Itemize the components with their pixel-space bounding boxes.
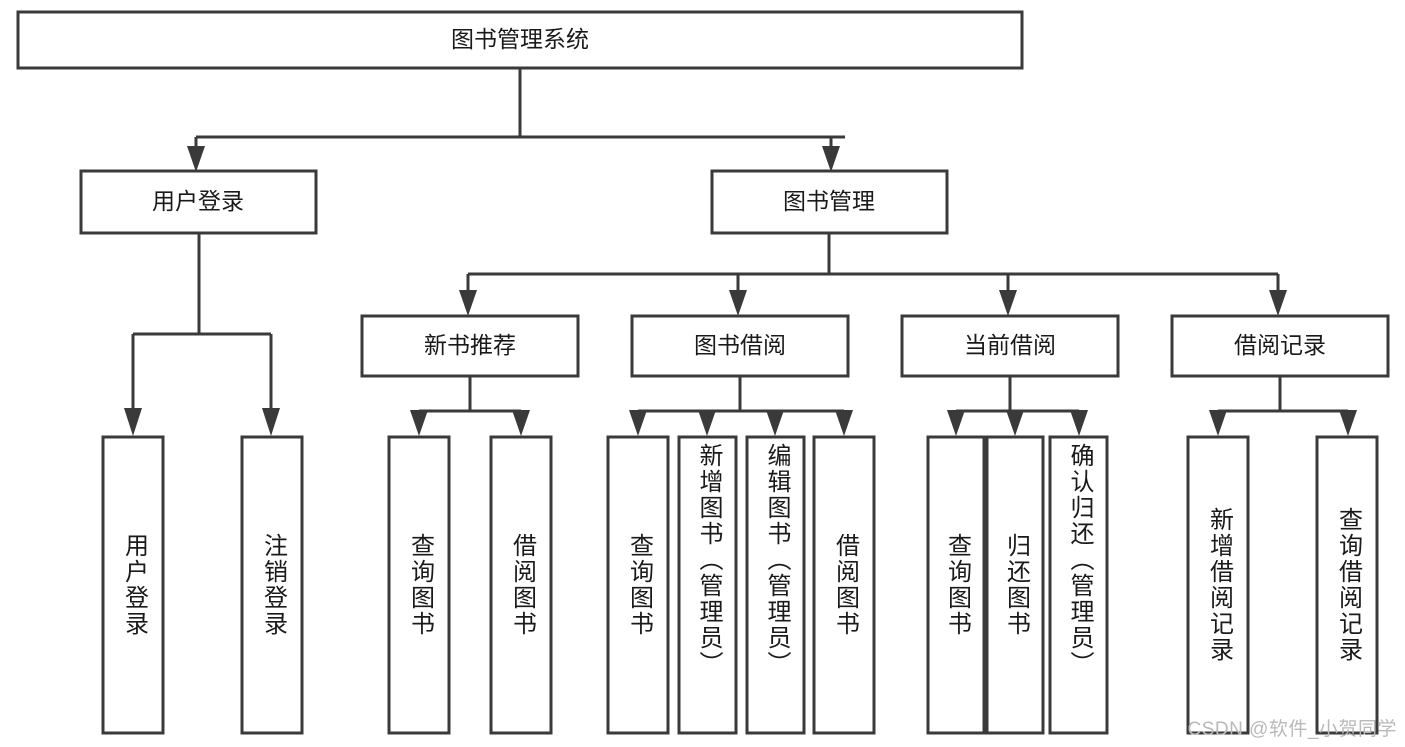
node-user-login[interactable]: 用户登录 xyxy=(79,169,318,235)
connector-root-trunk xyxy=(187,68,845,172)
leaf-box-borrow-book-2 xyxy=(812,435,876,735)
leaf-box-user-login xyxy=(101,435,165,735)
node-current-borrow-label: 当前借阅 xyxy=(964,332,1056,358)
leaf-box-query-book-2 xyxy=(606,435,670,735)
node-borrow-record-label: 借阅记录 xyxy=(1234,332,1326,358)
connector-book-manage-children xyxy=(459,233,1287,316)
node-root[interactable]: 图书管理系统 xyxy=(16,10,1024,70)
leaf-box-edit-book xyxy=(745,435,806,735)
node-root-label: 图书管理系统 xyxy=(451,26,589,52)
leaf-box-borrow-book-1 xyxy=(489,435,553,735)
node-user-login-label: 用户登录 xyxy=(152,188,244,214)
connector-current-borrow-children xyxy=(947,376,1088,436)
leaf-box-query-record xyxy=(1315,435,1379,735)
connector-book-borrow-children xyxy=(629,376,853,436)
node-book-manage-label: 图书管理 xyxy=(783,188,875,214)
connector-borrow-record-children xyxy=(1209,376,1357,436)
leaf-box-return-book xyxy=(985,435,1045,735)
leaf-box-add-record xyxy=(1186,435,1250,735)
node-book-manage[interactable]: 图书管理 xyxy=(710,169,949,235)
leaf-box-confirm-return xyxy=(1048,435,1109,735)
leaf-boxes xyxy=(101,435,1379,735)
leaf-box-query-book-3 xyxy=(926,435,986,735)
watermark: CSDN @软件_小贺同学 xyxy=(1187,719,1397,740)
node-new-book-recommend[interactable]: 新书推荐 xyxy=(360,314,580,378)
connector-new-book-recommend-children xyxy=(410,376,530,436)
node-book-borrow[interactable]: 图书借阅 xyxy=(630,314,850,378)
connector-user-login-children xyxy=(124,233,280,436)
node-borrow-record[interactable]: 借阅记录 xyxy=(1170,314,1390,378)
node-current-borrow[interactable]: 当前借阅 xyxy=(900,314,1120,378)
node-book-borrow-label: 图书借阅 xyxy=(694,332,786,358)
leaf-box-query-book-1 xyxy=(387,435,451,735)
leaf-box-add-book xyxy=(677,435,738,735)
node-new-book-recommend-label: 新书推荐 xyxy=(424,332,516,358)
leaf-box-user-logout xyxy=(240,435,304,735)
